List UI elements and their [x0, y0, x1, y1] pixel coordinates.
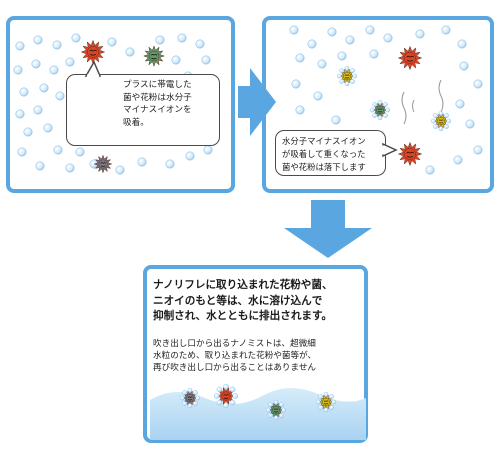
ion-bubble-icon [415, 29, 425, 39]
ion-bubble-icon [31, 59, 41, 69]
ion-bubble-icon [165, 159, 175, 169]
ion-bubble-icon [107, 37, 117, 47]
ion-bubble-icon [465, 119, 475, 129]
ion-bubble-icon [473, 145, 483, 155]
ion-bubble-icon [39, 83, 49, 93]
ion-bubble-icon [317, 59, 327, 69]
ion-bubble-icon [75, 147, 85, 157]
callout-2-line: が吸着して重くなった [282, 149, 366, 159]
germ-red-icon [213, 383, 239, 409]
ion-bubble-icon [457, 39, 467, 49]
body-line: 吹き出し口から出るナノミストは、超微細 [153, 339, 316, 349]
fall-trail-icon [401, 91, 407, 125]
ion-bubble-icon [15, 41, 25, 51]
ion-bubble-icon [313, 91, 323, 101]
callout-2-line: 水分子マイナスイオン [282, 136, 366, 146]
ion-bubble-icon [195, 39, 205, 49]
callout-1-line: 吸着。 [123, 117, 149, 128]
arrow-down-icon [284, 200, 372, 258]
ion-bubble-icon [43, 123, 53, 133]
ion-bubble-icon [177, 33, 187, 43]
ion-bubble-icon [331, 115, 341, 125]
ion-bubble-icon [307, 39, 317, 49]
callout-particles-fall: 水分子マイナスイオン が吸着して重くなった 菌や花粉は落下します [275, 130, 386, 176]
ion-bubble-icon [155, 35, 165, 45]
ion-bubble-icon [33, 35, 43, 45]
germ-gray-icon [179, 387, 201, 409]
ion-bubble-icon [13, 65, 23, 75]
ion-bubble-icon [383, 33, 393, 43]
arrow-right-icon [238, 68, 276, 136]
ion-bubble-icon [453, 155, 463, 165]
ion-bubble-icon [203, 145, 213, 155]
pollen-yellow-icon [315, 391, 337, 413]
ion-bubble-icon [185, 151, 195, 161]
fall-trail-icon [412, 99, 415, 113]
ion-bubble-icon [295, 53, 305, 63]
ion-bubble-icon [23, 127, 33, 137]
ion-bubble-icon [291, 79, 301, 89]
ion-bubble-icon [71, 33, 81, 43]
ion-bubble-icon [295, 105, 305, 115]
water-wave-icon [150, 387, 366, 440]
panel-3-heading: ナノリフレに取り込まれた花粉や菌、 ニオイのもと等は、水に溶け込んで 抑制され、… [153, 278, 363, 325]
germ-red-icon [80, 39, 106, 65]
germ-red-icon [397, 141, 423, 167]
ion-bubble-icon [369, 49, 379, 59]
ion-bubble-icon [137, 157, 147, 167]
pollen-yellow-icon [430, 110, 452, 132]
ion-bubble-icon [19, 87, 29, 97]
ion-bubble-icon [115, 165, 125, 175]
ion-bubbles-panel-2 [289, 25, 483, 175]
germ-gray-icon [93, 154, 113, 174]
ion-bubble-icon [441, 25, 451, 35]
ion-bubble-icon [425, 165, 435, 175]
callout-2-line: 菌や花粉は落下します [282, 162, 366, 172]
heading-line: ニオイのもと等は、水に溶け込んで [153, 294, 323, 307]
ion-bubble-icon [171, 55, 181, 65]
pollen-green-icon [265, 399, 287, 421]
ion-bubble-icon [15, 109, 25, 119]
ion-bubble-icon [53, 145, 63, 155]
ion-bubble-icon [473, 79, 483, 89]
ion-bubble-icon [125, 47, 135, 57]
ion-bubble-icon [289, 25, 299, 35]
ion-bubble-icon [201, 55, 211, 65]
panel-3-body: 吹き出し口から出るナノミストは、超微細 水粒のため、取り込まれた花粉や菌等が、 … [153, 338, 363, 375]
ion-bubble-icon [17, 147, 27, 157]
germ-red-icon [397, 45, 423, 71]
ion-bubble-icon [49, 65, 59, 75]
ion-bubble-icon [65, 163, 75, 173]
fall-trail-icon [438, 79, 444, 113]
heading-line: 抑制され、水とともに排出されます。 [153, 310, 333, 322]
body-line: 水粒のため、取り込まれた花粉や菌等が、 [153, 351, 317, 362]
pollen-green-icon [143, 45, 165, 67]
ion-bubble-icon [52, 40, 62, 50]
body-line: 再び吹き出し口から出ることはありません [153, 363, 317, 374]
pollen-yellow-icon [336, 65, 358, 87]
callout-1-line: 菌や花粉は水分子 [123, 92, 192, 103]
callout-1-line: マイナスイオンを [123, 105, 192, 115]
heading-line: ナノリフレに取り込まれた花粉や菌、 [153, 279, 333, 291]
ion-bubble-icon [65, 57, 75, 67]
pollen-green-icon [369, 99, 391, 121]
ion-bubble-icon [459, 61, 469, 71]
ion-bubble-icon [33, 105, 43, 115]
ion-bubble-icon [455, 99, 465, 109]
ion-bubble-icon [55, 91, 65, 101]
ion-bubble-icon [365, 25, 375, 35]
callout-ions-attach: プラスに帯電した 菌や花粉は水分子 マイナスイオンを 吸着。 [66, 74, 220, 146]
ion-bubble-icon [327, 27, 337, 37]
ion-bubble-icon [337, 51, 347, 61]
callout-1-line: プラスに帯電した [123, 80, 192, 90]
ion-bubble-icon [35, 161, 45, 171]
ion-bubble-icon [345, 35, 355, 45]
